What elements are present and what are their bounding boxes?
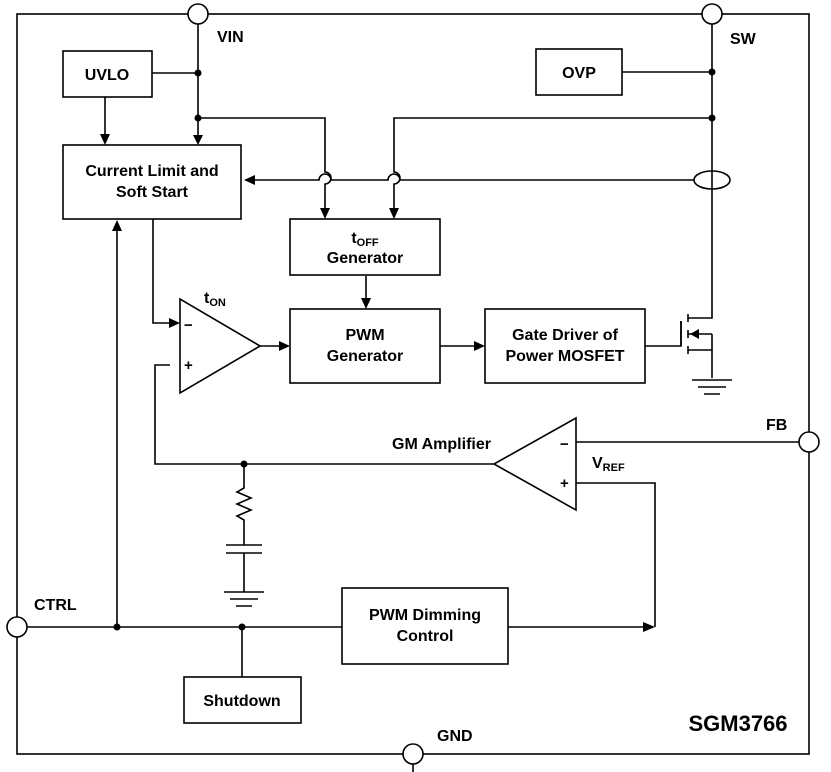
gate-driver-label-line2: Power MOSFET — [505, 348, 624, 365]
pwm-dimming-label-line1: PWM Dimming — [369, 607, 481, 624]
ovp-block — [535, 48, 623, 96]
toff-label: tOFF — [351, 230, 379, 249]
current-limit-block — [62, 144, 242, 220]
gm-amplifier-plus: + — [560, 475, 569, 492]
junction-sw-toff — [708, 114, 716, 122]
pwm-dimming-block — [341, 587, 509, 665]
vin-pin — [187, 3, 209, 25]
uvlo-label: UVLO — [85, 67, 129, 84]
arrow-into-toff-sw — [389, 208, 399, 219]
pwm-dimming-label-line2: Control — [397, 628, 454, 645]
arrow-toff-down — [361, 298, 371, 309]
ton-comparator — [179, 297, 262, 395]
gate-driver-label-line1: Gate Driver of — [512, 327, 618, 344]
ovp-label: OVP — [562, 65, 596, 82]
arrow-into-gate-driver — [474, 341, 485, 351]
vref-label: VREF — [592, 455, 625, 474]
arrow-uvlo-down — [100, 134, 110, 145]
gate-driver-block — [484, 308, 646, 384]
gnd-pin — [402, 743, 424, 765]
arrow-into-pwm-generator — [279, 341, 290, 351]
gm-amplifier-minus: − — [560, 436, 569, 453]
vin-pin-label: VIN — [217, 29, 244, 46]
current-limit-label-line1: Current Limit and — [85, 163, 218, 180]
gate-driver-to-mosfet-wire — [645, 321, 682, 347]
gm-amplifier-label: GM Amplifier — [392, 436, 491, 453]
gm-output-wire — [154, 364, 494, 465]
ton-label: tON — [204, 290, 226, 309]
current-sense-wire — [254, 173, 694, 181]
pwm-generator-label-line1: PWM — [345, 327, 384, 344]
arrow-into-toff-vin — [320, 208, 330, 219]
ton-comparator-plus: + — [184, 357, 193, 374]
mosfet-ground-symbol — [692, 379, 732, 395]
current-limit-label-line2: Soft Start — [116, 184, 189, 201]
gm-amplifier — [492, 416, 577, 512]
ton-comparator-minus: − — [184, 317, 193, 334]
fb-pin — [798, 431, 820, 453]
toff-generator-block — [289, 218, 441, 276]
power-mosfet — [680, 308, 713, 378]
pwm-generator-label-line2: Generator — [327, 348, 403, 365]
sw-pin — [701, 3, 723, 25]
gnd-pin-label: GND — [437, 728, 473, 745]
arrow-into-current-limit-sense — [244, 175, 255, 185]
sw-to-toff-wire — [393, 117, 712, 210]
arrow-into-current-limit-vin — [193, 135, 203, 145]
shutdown-block — [183, 676, 302, 724]
shutdown-label: Shutdown — [203, 693, 280, 710]
toff-generator-label: Generator — [327, 250, 403, 267]
compensation-network — [224, 464, 264, 607]
sw-pin-label: SW — [730, 31, 757, 48]
junction-vin-toff — [194, 114, 202, 122]
junction-sw-ovp — [708, 68, 716, 76]
vref-wire — [576, 482, 656, 627]
uvlo-block — [62, 50, 153, 98]
ctrl-pin-label: CTRL — [34, 597, 77, 614]
fb-pin-label: FB — [766, 417, 787, 434]
chip-name: SGM3766 — [688, 711, 787, 736]
ctrl-pin — [6, 616, 28, 638]
arrow-into-vref — [643, 622, 655, 632]
arrow-into-comparator-minus — [169, 318, 180, 328]
current-limit-to-comparator-wire — [152, 219, 170, 324]
arrow-ctrl-up — [112, 220, 122, 231]
junction-vin-uvlo — [194, 69, 202, 77]
pwm-generator-block — [289, 308, 441, 384]
